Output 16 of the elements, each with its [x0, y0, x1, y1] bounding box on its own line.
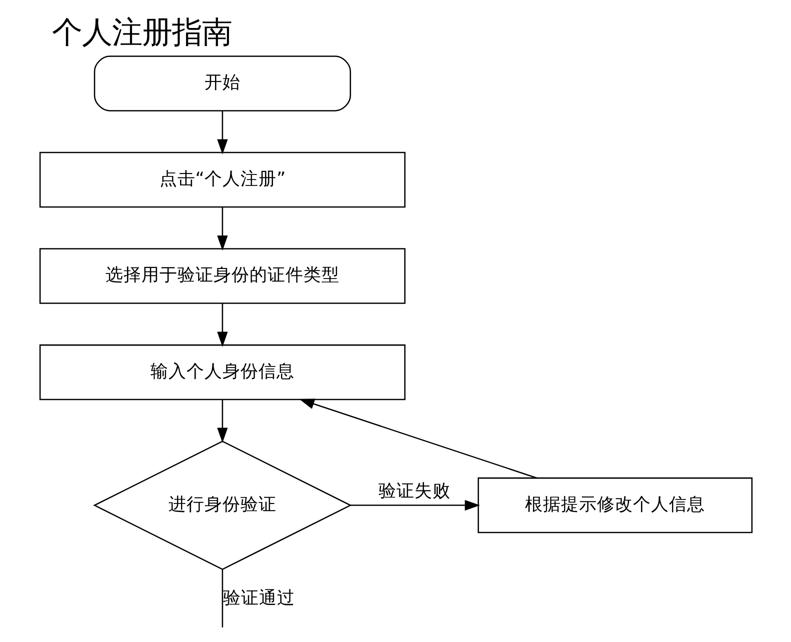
connector: [221, 570, 223, 628]
edge-label: 验证失败: [378, 482, 450, 502]
node-box: 点击“个人注册”: [38, 152, 405, 208]
arrow: [350, 500, 480, 511]
diagram-title: 个人注册指南: [52, 16, 232, 51]
arrow: [216, 110, 228, 154]
node-box: 根据提示修改个人信息: [477, 477, 752, 534]
node-box: 开始: [93, 56, 351, 112]
arrow: [216, 400, 228, 443]
node-box: 选择用于验证身份的证件类型: [38, 248, 405, 304]
arrow: [216, 303, 228, 347]
arrow: [216, 207, 228, 251]
node-diamond: 进行身份验证: [92, 440, 352, 570]
node-box: 输入个人身份信息: [38, 344, 405, 400]
arrow: [298, 398, 536, 479]
edge-label: 验证通过: [222, 588, 295, 609]
